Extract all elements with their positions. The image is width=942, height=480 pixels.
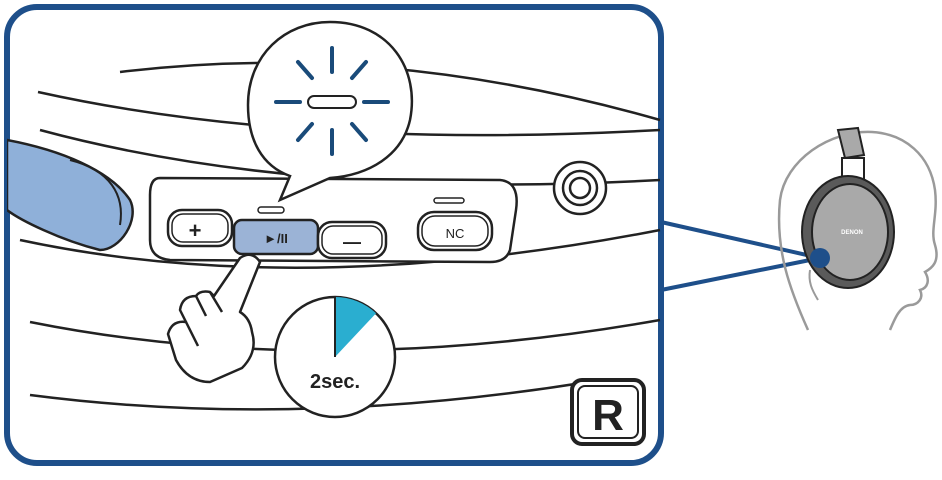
brand-logo: DENON [841, 230, 863, 236]
timer-indicator: 2sec. [273, 295, 397, 419]
callout-connector [660, 220, 821, 292]
right-side-badge: R [570, 378, 646, 446]
status-led [257, 206, 285, 214]
noise-cancel-button[interactable]: NC [416, 197, 494, 252]
timer-wedge [335, 297, 377, 357]
volume-up-label: + [189, 218, 202, 243]
head-illustration: DENON [777, 126, 938, 331]
volume-down-label: — [343, 232, 361, 252]
noise-cancel-label: NC [446, 226, 465, 241]
volume-up-button[interactable]: + [166, 208, 234, 248]
audio-jack-icon [552, 160, 608, 216]
play-pause-button[interactable]: ►/II [232, 218, 320, 256]
timer-label: 2sec. [310, 371, 360, 393]
head-outline [777, 130, 938, 331]
side-badge-label: R [592, 391, 624, 440]
headband-grip [7, 138, 134, 252]
play-pause-label: ►/II [264, 231, 288, 246]
button-location-marker [810, 248, 830, 268]
blinking-led-icon [274, 46, 390, 156]
led-zoom-bubble [246, 20, 414, 203]
nc-led [433, 197, 465, 204]
volume-down-button[interactable]: — [316, 220, 388, 260]
headphone-earcup: DENON [801, 175, 895, 289]
pointing-hand-icon [166, 253, 262, 384]
headphone-band [836, 126, 866, 160]
